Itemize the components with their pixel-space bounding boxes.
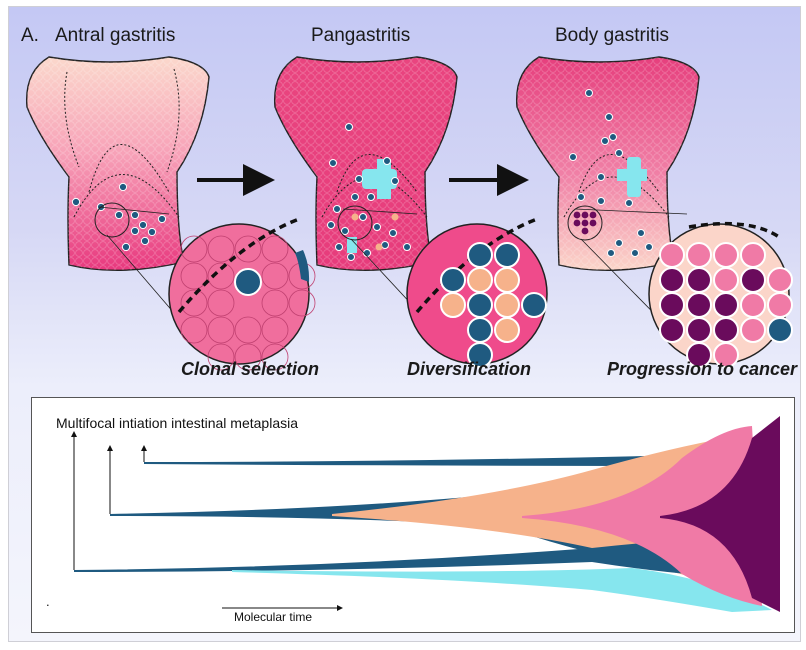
panel-label: A. bbox=[21, 25, 39, 46]
figure-frame: A. Antral gastritis Pangastritis Body ga… bbox=[8, 6, 801, 642]
lineage-panel: Multifocal intiation intestinal metaplas… bbox=[31, 397, 795, 633]
clone-pink bbox=[522, 426, 762, 606]
stomach-body bbox=[515, 56, 793, 368]
clone-top bbox=[144, 454, 732, 466]
stage-title-body: Body gastritis bbox=[555, 25, 670, 46]
lineage-diagram bbox=[71, 416, 780, 612]
stage-title-antral: Antral gastritis bbox=[55, 25, 176, 46]
caption-clonal-selection: Clonal selection bbox=[181, 359, 320, 379]
molecular-time-label: Molecular time bbox=[234, 610, 313, 624]
stomach-diagrams bbox=[25, 56, 793, 371]
clone-bottom-blue bbox=[74, 538, 752, 578]
stage-title-pan: Pangastritis bbox=[311, 25, 411, 46]
dot-mark: . bbox=[46, 594, 50, 609]
stomach-pan bbox=[273, 56, 548, 368]
caption-diversification: Diversification bbox=[407, 359, 532, 379]
clone-cyan bbox=[232, 568, 772, 612]
caption-progression: Progression to cancer bbox=[607, 359, 798, 379]
initiation-label: Multifocal intiation intestinal metaplas… bbox=[56, 415, 299, 431]
stomach-antral bbox=[25, 56, 316, 371]
clone-purple bbox=[660, 416, 780, 612]
